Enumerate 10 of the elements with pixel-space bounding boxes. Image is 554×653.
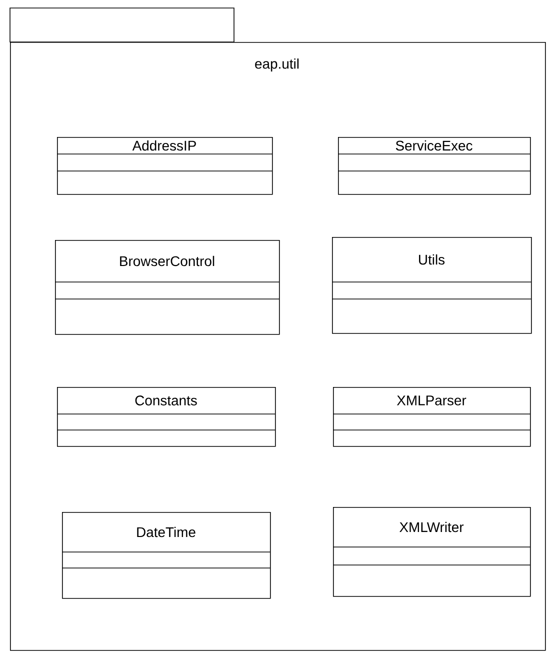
package-frame [10, 8, 546, 651]
class-box: ServiceExec [338, 137, 531, 195]
class-box: XMLWriter [332, 507, 531, 597]
class-box: BrowserControl [54, 240, 280, 335]
class-box: Utils [332, 237, 532, 334]
package-name: eap.util [255, 58, 299, 72]
class-box: DateTime [62, 512, 271, 599]
class-box: AddressIP [56, 137, 273, 195]
class-box: Constants [56, 387, 276, 447]
class-box: XMLParser [332, 387, 531, 447]
